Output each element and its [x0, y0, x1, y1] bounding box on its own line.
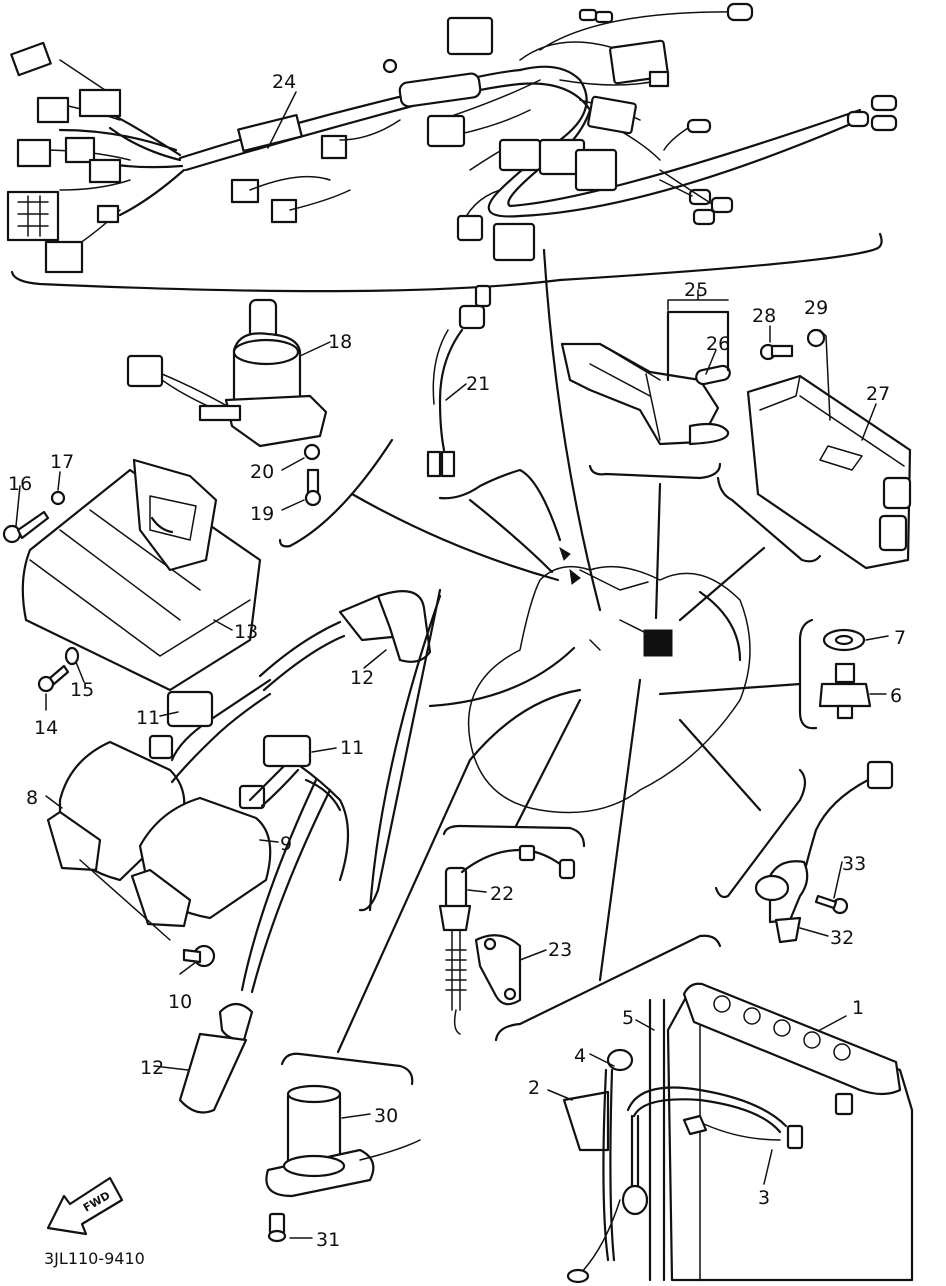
callout-28: 28 — [752, 305, 776, 327]
leader-lines — [15, 91, 889, 1239]
speed-sensor — [714, 760, 894, 944]
callout-24: 24 — [272, 71, 296, 93]
callout-16: 16 — [8, 473, 32, 495]
callout-26: 26 — [706, 333, 730, 355]
callout-29: 29 — [804, 297, 828, 319]
sensor-lead — [426, 284, 562, 542]
callout-9: 9 — [280, 833, 292, 855]
callout-15: 15 — [70, 679, 94, 701]
callout-32: 32 — [830, 927, 854, 949]
cover — [2, 458, 262, 693]
diagram-code: 3JL110-9410 — [44, 1249, 145, 1268]
callout-2: 2 — [528, 1077, 540, 1099]
callout-31: 31 — [316, 1229, 340, 1251]
callout-22: 22 — [490, 883, 514, 905]
callout-10: 10 — [168, 991, 192, 1013]
callout-11-right: 11 — [340, 737, 364, 759]
frame-outline — [336, 248, 802, 1054]
callout-4: 4 — [574, 1045, 586, 1067]
callout-17: 17 — [50, 451, 74, 473]
callout-11-left: 11 — [136, 707, 160, 729]
starter-relay — [265, 1052, 421, 1243]
callout-19: 19 — [250, 503, 274, 525]
main-switch — [126, 298, 394, 548]
callout-25: 25 — [684, 279, 708, 301]
callout-6: 6 — [890, 685, 902, 707]
battery-group — [494, 934, 914, 1284]
wire-harness — [6, 2, 898, 293]
callout-12-bottom: 12 — [140, 1057, 164, 1079]
callout-23: 23 — [548, 939, 572, 961]
ignition-coils — [46, 590, 432, 1114]
callout-18: 18 — [328, 331, 352, 353]
callout-33: 33 — [842, 853, 866, 875]
brake-switch — [438, 824, 586, 1035]
callout-21: 21 — [466, 373, 490, 395]
callout-1: 1 — [852, 997, 864, 1019]
callout-27: 27 — [866, 383, 890, 405]
callout-5: 5 — [622, 1007, 634, 1029]
neutral-switch — [798, 618, 872, 730]
callout-12-top: 12 — [350, 667, 374, 689]
callout-20: 20 — [250, 461, 274, 483]
forward-arrow-icon: FWD — [46, 1176, 124, 1236]
callout-8: 8 — [26, 787, 38, 809]
callout-14: 14 — [34, 717, 58, 739]
callout-3: 3 — [758, 1187, 770, 1209]
igniter-unit — [716, 328, 912, 570]
callout-30: 30 — [374, 1105, 398, 1127]
callout-7: 7 — [894, 627, 906, 649]
callout-13: 13 — [234, 621, 258, 643]
fuse-relay-assembly — [560, 310, 731, 480]
callout-labels: 24 25 26 28 29 27 18 21 20 19 16 17 13 1… — [8, 71, 906, 1251]
